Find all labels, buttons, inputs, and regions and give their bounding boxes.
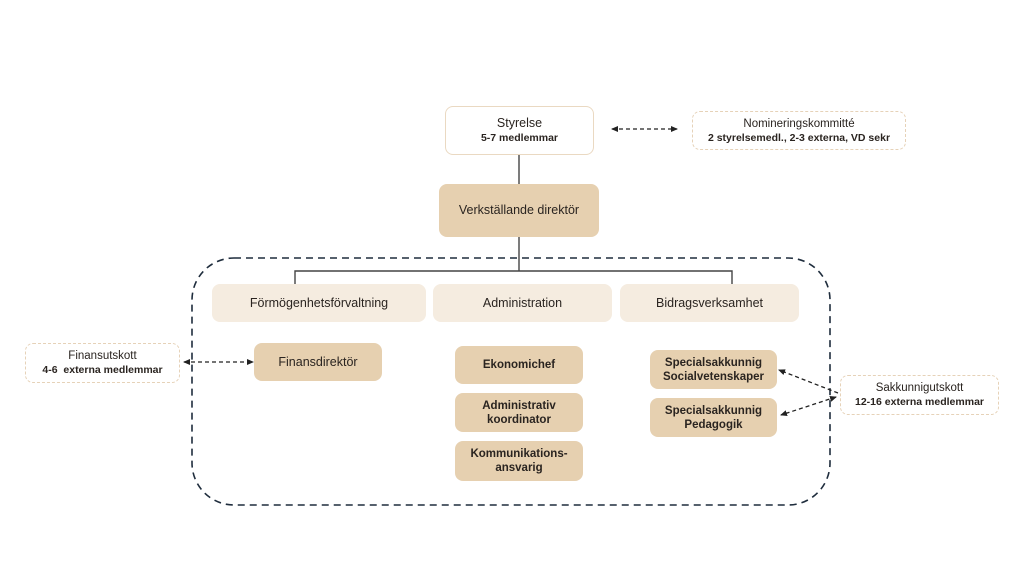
department-grants[interactable]: Bidragsverksamhet [620,284,799,322]
board-title: Styrelse [496,116,543,130]
role-label: Specialsakkunnig [664,404,763,417]
role-finance-manager[interactable]: Ekonomichef [455,346,583,384]
role-admin-coordinator[interactable]: Administrativ koordinator [455,393,583,432]
finance-committee-box[interactable]: Finansutskott 4-6 externa medlemmar [25,343,180,383]
department-label: Bidragsverksamhet [656,295,763,310]
department-label: Administration [482,295,563,310]
ceo-box[interactable]: Verkställande direktör [439,184,599,237]
role-label: Pedagogik [684,418,743,431]
finance-committee-title: Finansutskott [68,350,137,362]
role-label: Specialsakkunnig [664,356,763,369]
role-label: Kommunikations- [470,448,568,460]
expert-committee-title: Sakkunnigutskott [875,382,964,394]
board-box[interactable]: Styrelse 5-7 medlemmar [445,106,594,155]
expert-committee-box[interactable]: Sakkunnigutskott 12-16 externa medlemmar [840,375,999,415]
role-social-sciences-expert[interactable]: Specialsakkunnig Socialvetenskaper [650,350,777,389]
ceo-title: Verkställande direktör [458,203,580,217]
expert-social-arrow [778,369,839,394]
finance-director-box[interactable]: Finansdirektör [254,343,382,381]
nomination-subtitle: 2 styrelsemedl., 2-3 externa, VD sekr [707,131,891,144]
organization-frame [191,257,831,506]
expert-committee-subtitle: 12-16 externa medlemmar [855,396,984,408]
finance-director-label: Finansdirektör [278,354,358,369]
role-label: koordinator [487,413,551,426]
finance-committee-subtitle: 4-6 externa medlemmar [42,364,163,376]
role-label: ansvarig [495,462,543,474]
role-label: Socialvetenskaper [662,370,764,383]
department-label: Förmögenhetsförvaltning [249,295,389,310]
board-subtitle: 5-7 medlemmar [480,132,559,144]
role-label: Ekonomichef [482,359,556,371]
expert-pedagogy-arrow [780,396,837,416]
nomination-committee-box[interactable]: Nomineringskommitté 2 styrelsemedl., 2-3… [692,111,906,150]
role-pedagogy-expert[interactable]: Specialsakkunnig Pedagogik [650,398,777,437]
departments-bracket [294,270,733,288]
department-administration[interactable]: Administration [433,284,612,322]
department-asset-management[interactable]: Förmögenhetsförvaltning [212,284,426,322]
role-label: Administrativ [482,399,556,412]
nomination-title: Nomineringskommitté [743,117,855,130]
role-communications[interactable]: Kommunikations- ansvarig [455,441,583,481]
